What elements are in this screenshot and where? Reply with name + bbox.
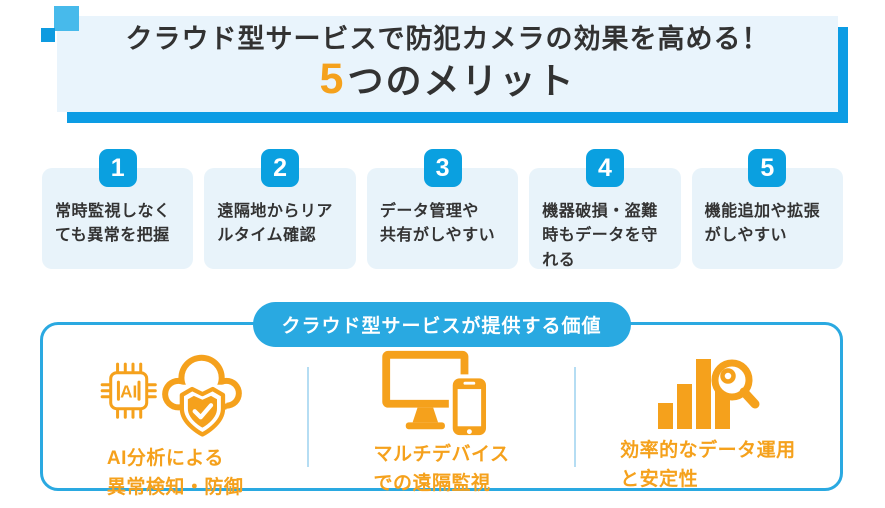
merit-card-1: 1 常時監視しなく ても異常を把握 (42, 149, 194, 269)
merit-number-badge: 3 (423, 149, 462, 187)
merit-text: データ管理や 共有がしやすい (379, 203, 496, 245)
value-item-ai-analysis: AI (43, 325, 307, 498)
merits-row: 1 常時監視しなく ても異常を把握 2 遠隔地からリア ルタイム確認 3 データ… (42, 149, 844, 269)
merit-number-badge: 2 (261, 149, 300, 187)
merit-text: 常時監視しなく ても異常を把握 (55, 203, 171, 245)
title-highlight-number: 5 (319, 55, 346, 104)
decorative-square-small (41, 28, 55, 42)
merit-text: 機器破損・盗難 時もデータを守 れる (542, 203, 658, 269)
decorative-square-large (54, 6, 79, 31)
page-title-line1: クラウド型サービスで防犯カメラの効果を高める！ (125, 24, 770, 55)
merit-card-3: 3 データ管理や 共有がしやすい (366, 149, 519, 269)
merit-card-4: 4 機器破損・盗難 時もデータを守 れる (529, 149, 681, 269)
value-items: AI (43, 325, 840, 498)
value-item-label: AI分析による 異常検知・防御 (106, 448, 244, 498)
svg-text:AI: AI (120, 382, 137, 402)
value-item-multi-device: マルチデバイス での遠隔監視 (309, 325, 573, 494)
data-chart-magnifier-icon (652, 347, 764, 435)
merit-text: 機能追加や拡張 がしやすい (704, 203, 821, 245)
merit-number-badge: 4 (585, 149, 624, 187)
vertical-divider (573, 367, 576, 467)
ai-cloud-shield-icon: AI (84, 347, 266, 443)
vertical-divider (307, 367, 310, 467)
value-item-label: マルチデバイス での遠隔監視 (373, 444, 510, 494)
value-section-title: クラウド型サービスが提供する価値 (252, 302, 631, 347)
merit-number-badge: 5 (748, 149, 787, 187)
value-item-data-operation: 効率的なデータ運用 と安定性 (576, 325, 840, 490)
merit-card-2: 2 遠隔地からリア ルタイム確認 (204, 149, 356, 269)
multi-device-icon (382, 347, 500, 439)
merit-text: 遠隔地からリア ルタイム確認 (217, 203, 333, 245)
value-item-label: 効率的なデータ運用 と安定性 (620, 440, 796, 490)
title-line2-rest: つのメリット (347, 60, 576, 102)
value-section: クラウド型サービスが提供する価値 (40, 302, 843, 498)
merit-number-badge: 1 (98, 149, 137, 187)
merit-card-5: 5 機能追加や拡張 がしやすい (691, 149, 844, 269)
